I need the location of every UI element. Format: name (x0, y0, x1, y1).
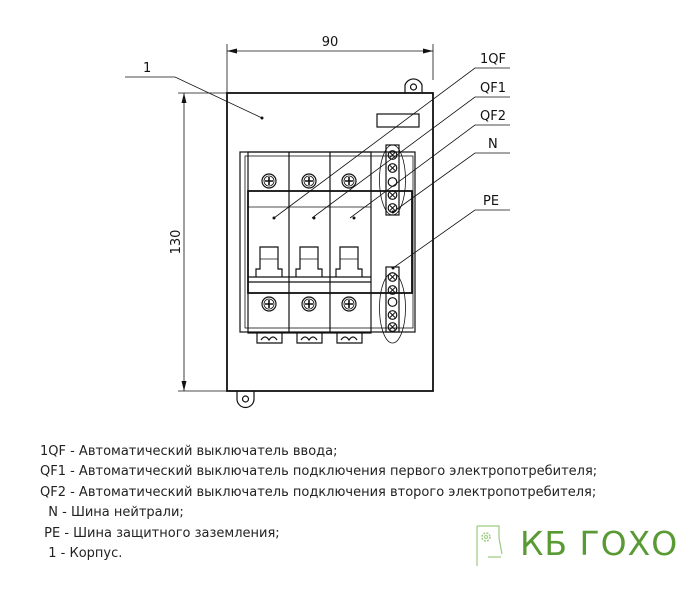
enclosure-drawing: 90 130 (125, 35, 510, 409)
label-qf2: QF2 (480, 109, 506, 124)
breaker-handle (335, 246, 363, 277)
terminal-screw-icon (261, 173, 277, 189)
din-clip (296, 333, 323, 344)
leader-lines: 1 1QF QF1 QF2 N PE (125, 52, 510, 270)
terminal-screw-icon (261, 296, 277, 312)
din-clip (336, 333, 363, 344)
busbar-screw-icon (387, 310, 398, 320)
busbar-screw-icon (387, 297, 398, 307)
label-plate (376, 113, 420, 128)
company-logo: КБ ГОХО (474, 522, 684, 568)
busbar-screw-icon (387, 322, 398, 332)
terminal-screw-icon (341, 173, 357, 189)
breaker-handle (295, 246, 323, 277)
label-housing: 1 (143, 61, 151, 76)
label-1qf: 1QF (480, 52, 506, 67)
breaker-handle (255, 246, 283, 277)
label-qf1: QF1 (480, 81, 506, 96)
label-n: N (488, 137, 498, 152)
legend: 1QF - Автоматический выключатель ввода; … (40, 442, 597, 564)
logo-text: КБ ГОХО (520, 524, 679, 563)
busbar-screw-icon (387, 285, 398, 295)
busbar-screw-icon (387, 163, 398, 173)
terminal-screw-icon (341, 296, 357, 312)
terminal-screw-icon (301, 296, 317, 312)
legend-item: 1 - Корпус. (40, 546, 123, 562)
legend-item: 1QF - Автоматический выключатель ввода; (40, 444, 338, 459)
busbar-screw-icon (387, 177, 398, 187)
busbar-screw-icon (387, 272, 398, 282)
label-pe: PE (483, 194, 499, 209)
busbar-screw-icon (387, 190, 398, 200)
legend-item: PE - Шина защитного заземления; (40, 525, 280, 541)
legend-item: QF1 - Автоматический выключатель подключ… (40, 464, 598, 480)
legend-item: N - Шина нейтрали; (40, 505, 184, 521)
housing (226, 78, 434, 409)
height-dimension: 130 (169, 92, 227, 392)
legend-item: QF2 - Автоматический выключатель подключ… (40, 484, 597, 500)
height-dimension-value: 130 (169, 230, 184, 255)
din-clip (256, 333, 283, 344)
width-dimension: 90 (226, 35, 434, 93)
terminal-screw-icon (301, 173, 317, 189)
circuit-breakers (247, 151, 413, 344)
gear-document-icon (476, 525, 503, 566)
width-dimension-value: 90 (322, 35, 339, 50)
